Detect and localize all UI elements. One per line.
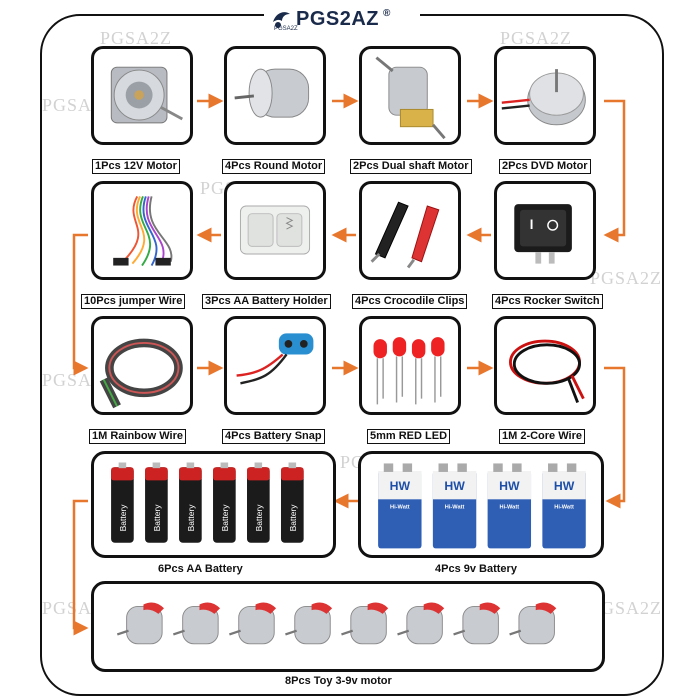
item-dvd-motor[interactable]: [494, 46, 596, 145]
item-12v-motor[interactable]: [91, 46, 193, 145]
item-jumper-wire[interactable]: [91, 181, 193, 280]
item-label: 2Pcs Dual shaft Motor: [350, 159, 472, 174]
item-9v-battery[interactable]: HW HW HW HW Hi-Watt Hi-Watt Hi-Watt Hi-W…: [358, 451, 604, 558]
battery-text: Battery: [220, 504, 230, 532]
item-label: 10Pcs jumper Wire: [81, 294, 186, 309]
battery-text: Battery: [186, 504, 196, 532]
registered-mark: ®: [383, 8, 391, 19]
battery-sub: Hi-Watt: [554, 505, 574, 511]
item-round-motor[interactable]: [224, 46, 326, 145]
battery-text: Battery: [254, 504, 264, 532]
battery-text: Battery: [118, 504, 128, 532]
crocodile-clip-icon: [370, 201, 440, 269]
aa-battery-icon: Battery Battery Battery Battery Battery …: [111, 462, 304, 543]
battery-text: Battery: [152, 504, 162, 532]
item-label: 3Pcs AA Battery Holder: [202, 294, 331, 309]
item-battery-holder[interactable]: [224, 181, 326, 280]
item-rocker-switch[interactable]: [494, 181, 596, 280]
two-core-wire-icon: [509, 339, 585, 403]
rainbow-wire-icon: [99, 338, 183, 409]
item-crocodile-clips[interactable]: [359, 181, 461, 280]
item-label: 4Pcs Rocker Switch: [492, 294, 603, 309]
red-led-icon: [373, 337, 445, 405]
item-dual-shaft-motor[interactable]: [359, 46, 461, 145]
brand-logo: PGS2AZ ® PGSA2Z: [264, 4, 420, 34]
brand-name: PGS2AZ: [296, 7, 380, 30]
item-label: 5mm RED LED: [367, 429, 451, 444]
item-label: 1M Rainbow Wire: [89, 429, 186, 444]
battery-brand: HW: [390, 479, 411, 493]
item-label: 1M 2-Core Wire: [499, 429, 585, 444]
battery-brand: HW: [444, 479, 465, 493]
dual-shaft-motor-icon: [375, 56, 446, 140]
item-label: 1Pcs 12V Motor: [92, 159, 180, 174]
battery-brand: HW: [499, 479, 520, 493]
item-label: 4Pcs Crocodile Clips: [352, 294, 468, 309]
battery-snap-icon: [236, 333, 314, 385]
item-label: 4Pcs Battery Snap: [222, 429, 325, 444]
item-rainbow-wire[interactable]: [91, 316, 193, 415]
dc-motor-icon: [110, 66, 184, 124]
battery-holder-icon: [239, 205, 311, 255]
item-label: 6Pcs AA Battery: [158, 563, 243, 575]
brand-sub: PGSA2Z: [274, 26, 298, 32]
nine-volt-battery-icon: HW HW HW HW Hi-Watt Hi-Watt Hi-Watt Hi-W…: [378, 463, 586, 549]
brand-emblem-icon: [273, 12, 290, 28]
item-label: 2Pcs DVD Motor: [499, 159, 591, 174]
item-label: 8Pcs Toy 3-9v motor: [285, 675, 392, 687]
battery-brand: HW: [554, 479, 575, 493]
item-label: 4Pcs 9v Battery: [435, 563, 517, 575]
battery-text: Battery: [288, 504, 298, 532]
battery-sub: Hi-Watt: [390, 505, 410, 511]
rocker-switch-icon: [514, 204, 572, 264]
item-aa-battery[interactable]: Battery Battery Battery Battery Battery …: [91, 451, 336, 558]
item-2-core-wire[interactable]: [494, 316, 596, 415]
item-red-led[interactable]: [359, 316, 461, 415]
item-toy-motor[interactable]: [91, 581, 605, 672]
item-battery-snap[interactable]: [224, 316, 326, 415]
battery-sub: Hi-Watt: [500, 505, 520, 511]
battery-sub: Hi-Watt: [445, 505, 465, 511]
round-motor-icon: [234, 68, 310, 118]
dvd-motor-icon: [501, 69, 586, 126]
toy-motor-icon: [116, 602, 557, 645]
item-label: 4Pcs Round Motor: [222, 159, 326, 174]
jumper-wire-icon: [113, 195, 173, 267]
